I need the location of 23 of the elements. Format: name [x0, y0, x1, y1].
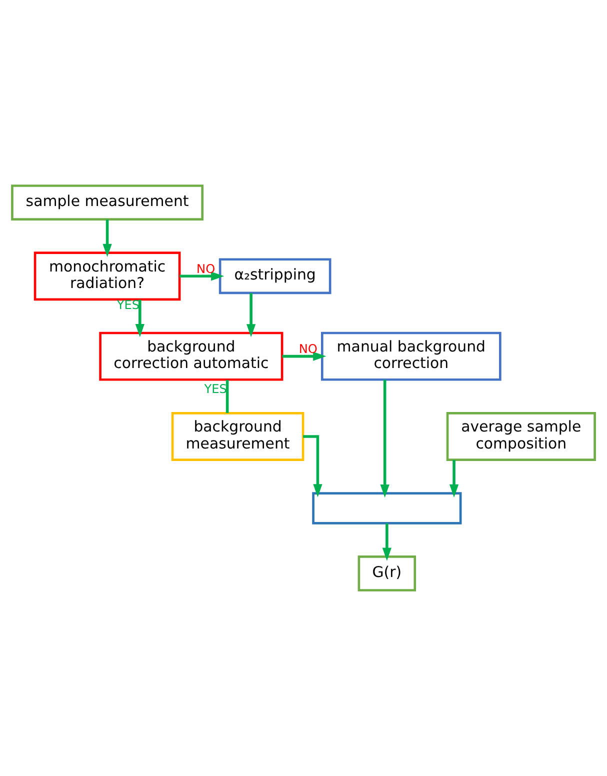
node-box: background measurement — [171, 412, 304, 461]
edge-label: NO — [298, 342, 318, 356]
node-box: α₂stripping — [218, 258, 332, 294]
arrow — [180, 272, 224, 281]
edge-label: NO — [196, 262, 216, 276]
node-box — [312, 492, 462, 524]
arrow — [380, 380, 390, 498]
connector — [226, 380, 229, 414]
node-box: background correction automatic — [99, 332, 284, 381]
arrow — [135, 300, 144, 338]
arrow — [303, 435, 322, 498]
node-box: monochromatic radiation? — [34, 252, 181, 301]
node-box: sample measurement — [11, 184, 204, 220]
edge-label: YES — [204, 382, 228, 396]
node-box: average sample composition — [446, 412, 596, 461]
arrow — [246, 293, 256, 338]
arrow — [102, 220, 112, 257]
edge-label: YES — [116, 298, 140, 312]
node-box: manual background correction — [320, 332, 502, 381]
node-box: G(r) — [358, 556, 416, 592]
arrow — [382, 523, 392, 561]
arrow — [282, 352, 326, 361]
arrow — [449, 460, 459, 498]
